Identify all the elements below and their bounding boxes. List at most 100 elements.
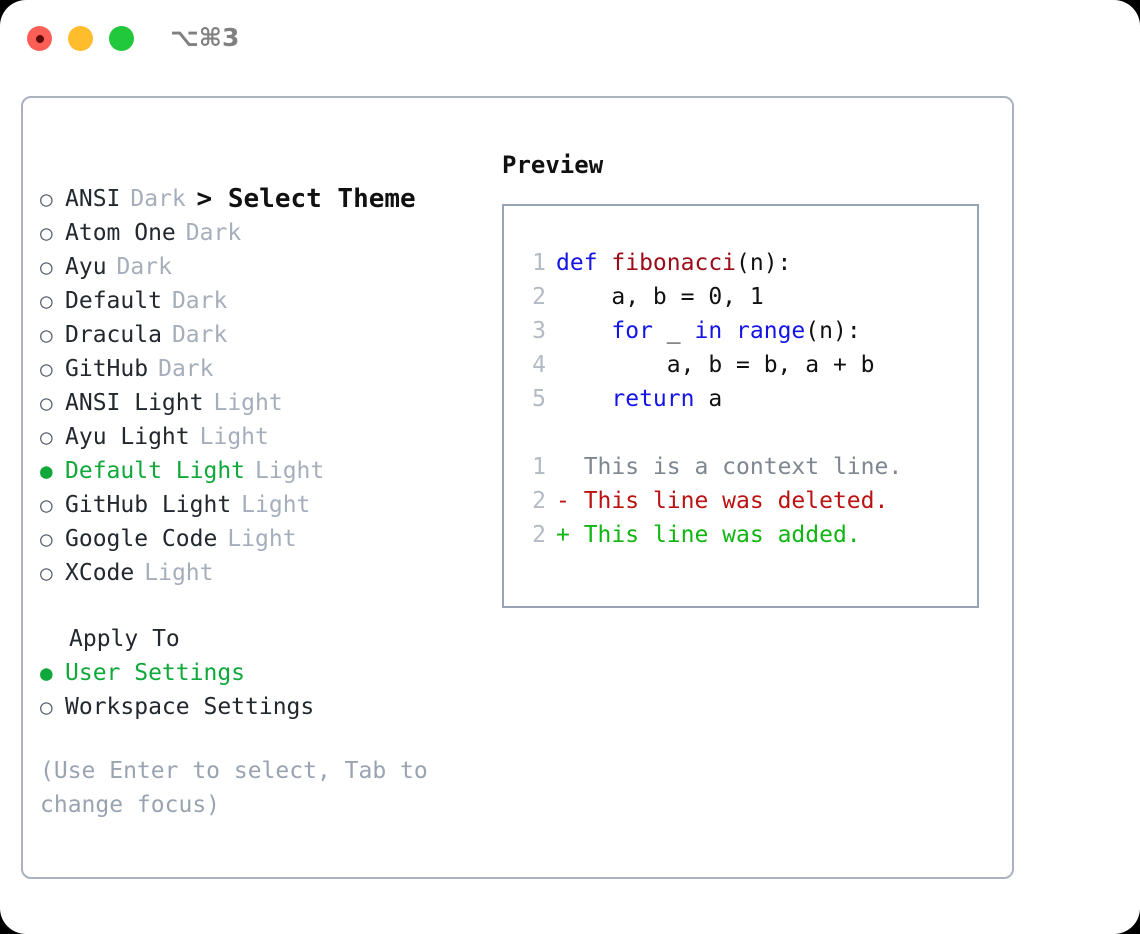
theme-option-variant: Dark xyxy=(171,288,228,314)
apply-to-option-user-settings[interactable]: ●User Settings xyxy=(40,656,480,690)
preview-heading: Preview xyxy=(502,151,604,179)
radio-unselected-icon: ○ xyxy=(40,695,53,719)
code-line: 3 for _ in range(n): xyxy=(518,314,977,348)
radio-unselected-icon: ○ xyxy=(40,357,53,381)
code-token-kw: return xyxy=(556,386,709,412)
title-bar: ⌥⌘3 xyxy=(0,0,1140,78)
code-token-kw: def xyxy=(556,250,612,276)
code-token-plain: a, b = b, a + b xyxy=(556,352,875,378)
theme-option-variant: Light xyxy=(255,458,325,484)
theme-option-label: Ayu xyxy=(65,254,107,280)
apply-to-option-label: Workspace Settings xyxy=(65,694,315,720)
radio-selected-icon: ● xyxy=(40,661,53,685)
keyboard-shortcut-label: ⌥⌘3 xyxy=(170,23,240,52)
code-token-plain: (n): xyxy=(736,250,792,276)
code-token-plain: (n): xyxy=(805,318,861,344)
theme-option-variant: Light xyxy=(241,492,311,518)
theme-option-label: ANSI Light xyxy=(65,390,204,416)
diff-marker xyxy=(556,450,570,484)
code-line-content: def fibonacci(n): xyxy=(556,246,791,280)
theme-option-variant: Dark xyxy=(158,356,214,382)
theme-option-ayu[interactable]: ○ Ayu Dark xyxy=(40,250,480,284)
minimize-button-icon[interactable] xyxy=(68,26,93,51)
zoom-button-icon[interactable] xyxy=(109,26,134,51)
code-line-content: for _ in range(n): xyxy=(556,314,861,348)
traffic-lights xyxy=(27,26,134,51)
diff-line-number: 1 xyxy=(532,454,546,480)
code-line-number: 3 xyxy=(532,318,546,344)
code-token-plain: _ xyxy=(666,318,695,344)
theme-option-label: Default xyxy=(65,288,162,314)
diff-line-add: 2 + This line was added. xyxy=(518,518,977,552)
caret-icon: > xyxy=(196,184,213,214)
theme-option-label: GitHub xyxy=(65,356,149,382)
theme-option-variant: Dark xyxy=(116,254,172,280)
code-token-fn: fibonacci xyxy=(611,250,737,276)
theme-option-variant: Dark xyxy=(171,322,228,348)
diff-line-ctx: 1 This is a context line. xyxy=(518,450,977,484)
code-token-plain: a xyxy=(708,386,723,412)
theme-option-label: Atom One xyxy=(65,220,176,246)
code-token-kw: range xyxy=(736,318,806,344)
theme-option-label: Ayu Light xyxy=(65,424,190,450)
theme-option-variant: Light xyxy=(227,526,297,552)
select-theme-heading-label: Select Theme xyxy=(227,184,416,214)
theme-option-variant: Light xyxy=(213,390,283,416)
theme-option-variant: Dark xyxy=(185,220,242,246)
code-line: 2 a, b = 0, 1 xyxy=(518,280,977,314)
radio-unselected-icon: ○ xyxy=(40,561,53,585)
code-line: 5 return a xyxy=(518,382,977,416)
theme-option-ansi[interactable]: ○ ANSI Dark xyxy=(40,182,480,216)
apply-to-option-workspace-settings[interactable]: ○ Workspace Settings xyxy=(40,690,480,724)
theme-option-variant: Dark xyxy=(130,186,186,212)
radio-unselected-icon: ○ xyxy=(40,391,53,415)
theme-option-ansi-light[interactable]: ○ ANSI Light Light xyxy=(40,386,480,420)
radio-unselected-icon: ○ xyxy=(40,255,53,279)
diff-sample: 1 This is a context line.2- This line wa… xyxy=(518,450,977,552)
code-line-content: a, b = b, a + b xyxy=(556,348,875,382)
code-line-content: return a xyxy=(556,382,722,416)
theme-option-default[interactable]: ○ Default Dark xyxy=(40,284,480,318)
list-spacer xyxy=(40,590,480,622)
apply-to-heading: Apply To xyxy=(69,626,180,652)
close-button-icon[interactable] xyxy=(27,26,52,51)
radio-unselected-icon: ○ xyxy=(40,493,53,517)
code-line-number: 5 xyxy=(532,386,546,412)
radio-unselected-icon: ○ xyxy=(40,289,53,313)
theme-option-label: ANSI xyxy=(65,186,121,212)
theme-option-github-light[interactable]: ○ GitHub Light Light xyxy=(40,488,480,522)
diff-line-text: This line was added. xyxy=(569,522,861,548)
diff-line-text: This line was deleted. xyxy=(569,488,889,514)
diff-marker: + xyxy=(556,522,570,548)
theme-option-atom-one[interactable]: ○ Atom One Dark xyxy=(40,216,480,250)
apply-to-list: ●User Settings ○ Workspace Settings xyxy=(40,656,480,724)
code-line-number: 1 xyxy=(532,250,546,276)
theme-option-label: XCode xyxy=(65,560,135,586)
theme-option-xcode[interactable]: ○ XCode Light xyxy=(40,556,480,590)
theme-option-default-light[interactable]: ● Default Light Light xyxy=(40,454,480,488)
radio-unselected-icon: ○ xyxy=(40,221,53,245)
theme-option-variant: Light xyxy=(144,560,214,586)
theme-option-label: Google Code xyxy=(65,526,218,552)
code-line: 4 a, b = b, a + b xyxy=(518,348,977,382)
code-line-number: 2 xyxy=(532,284,546,310)
theme-option-label: Default Light xyxy=(65,458,246,484)
code-line-number: 4 xyxy=(532,352,546,378)
theme-option-github[interactable]: ○ GitHub Dark xyxy=(40,352,480,386)
code-token-kw: in xyxy=(694,318,737,344)
code-diff-separator xyxy=(518,416,977,450)
theme-option-label: GitHub Light xyxy=(65,492,232,518)
diff-line-number: 2 xyxy=(532,522,546,548)
radio-unselected-icon: ○ xyxy=(40,187,53,211)
radio-unselected-icon: ○ xyxy=(40,425,53,449)
radio-selected-icon: ● xyxy=(40,459,53,483)
